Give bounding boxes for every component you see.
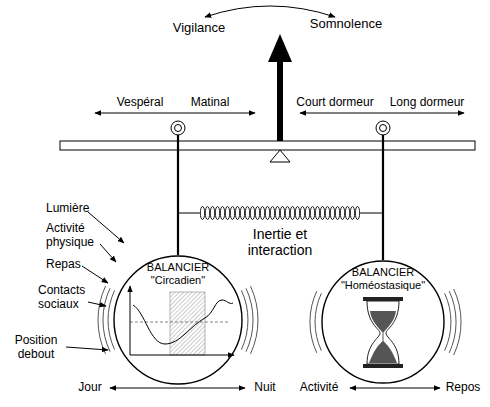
spring [178, 213, 200, 214]
hourglass [363, 297, 403, 301]
pendulum-circle: BALANCIER "Circadien" [113, 255, 243, 385]
circadian-curve [133, 300, 233, 344]
pivot [175, 125, 182, 132]
vibration-arcs [98, 286, 461, 355]
chart-axis [130, 286, 131, 355]
balance-needle [268, 34, 292, 142]
day-night-arrow [110, 388, 245, 389]
hourglass [363, 364, 403, 368]
pendulum-rod [382, 141, 384, 150]
sleeper-arrow [300, 113, 464, 114]
state-arrow [205, 6, 335, 17]
circle-outline [114, 256, 242, 384]
factor-label: Contacts sociaux [38, 284, 100, 312]
factor-label: Position debout [6, 334, 66, 362]
chart-axis [130, 355, 234, 356]
spring [200, 205, 360, 221]
state-label: Vigilance [159, 21, 239, 36]
hourglass [367, 301, 399, 364]
pendulum-rod [177, 141, 179, 150]
night-band [170, 292, 205, 355]
pendulum-circle: BALANCIER "Homéostasique" [321, 260, 445, 384]
axis-label: Nuit [245, 381, 285, 395]
pivot [171, 121, 185, 135]
pivot [380, 125, 387, 132]
sleeper-label: Court dormeur [290, 96, 380, 110]
state-label: Somnolence [300, 17, 392, 32]
pendulum-rod [382, 128, 384, 260]
circle-outline [322, 261, 444, 383]
spring-label: Inertie et interaction [232, 226, 328, 258]
activity-rest-arrow [350, 388, 440, 389]
spring [360, 213, 383, 214]
chronotype-label: Matinal [180, 96, 240, 110]
axis-label: Activité [290, 381, 348, 395]
factor-label: Activité physique [46, 222, 106, 250]
fulcrum [270, 150, 290, 162]
pendulum-rod [177, 128, 179, 255]
chronotype-arrow [95, 113, 255, 114]
axis-label: Jour [70, 381, 110, 395]
circle-outline [321, 260, 445, 384]
hourglass-sand [369, 341, 397, 363]
factor-label: Repas [46, 258, 106, 272]
chronotype-label: Vespéral [110, 96, 170, 110]
factor-label: Lumière [46, 202, 106, 216]
axis-label: Repos [440, 381, 486, 395]
pendulum-title: BALANCIER "Circadien" [128, 261, 228, 287]
sleeper-label: Long dormeur [382, 96, 472, 110]
balance-beam [60, 141, 475, 150]
pendulum-title: BALANCIER "Homéostasique" [333, 266, 433, 292]
pivot [376, 121, 390, 135]
hourglass-sand [370, 311, 396, 332]
